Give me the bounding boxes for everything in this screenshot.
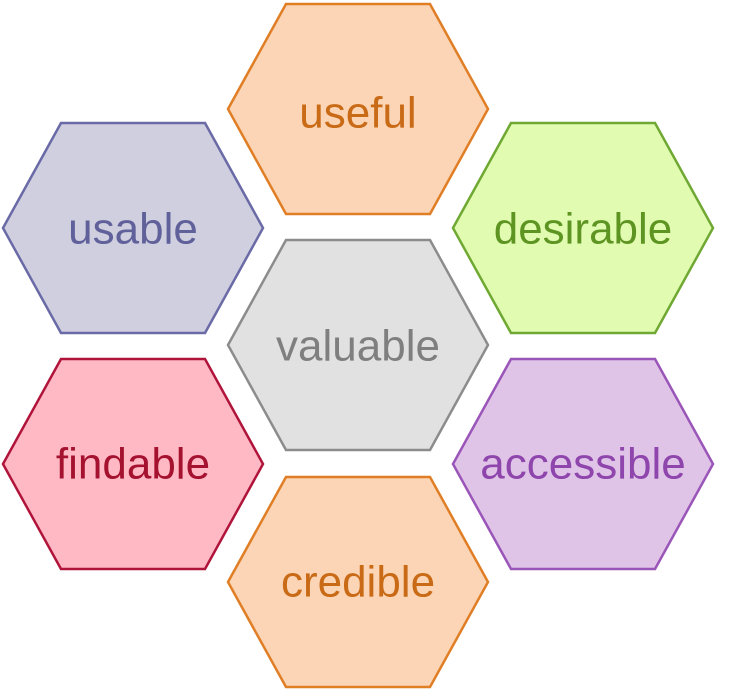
hexagon-accessible-shape	[451, 357, 715, 571]
hexagon-accessible: accessible	[451, 357, 715, 571]
hexagon-useful-label: useful	[299, 89, 416, 138]
hexagon-usable-label: usable	[68, 205, 198, 254]
hexagon-valuable: valuable	[226, 238, 490, 452]
hexagon-useful: useful	[226, 2, 490, 216]
hexagon-credible: credible	[226, 475, 490, 689]
hexagon-usable: usable	[1, 121, 265, 335]
hexagon-valuable-label: valuable	[276, 322, 440, 371]
hexagon-accessible-label: accessible	[480, 440, 685, 489]
hexagon-findable-shape	[1, 357, 265, 571]
hexagon-desirable-shape	[451, 121, 715, 335]
hexagon-usable-shape	[1, 121, 265, 335]
hexagon-useful-shape	[226, 2, 490, 216]
hexagon-valuable-shape	[226, 238, 490, 452]
hexagon-credible-shape	[226, 475, 490, 689]
hexagon-findable-label: findable	[56, 440, 210, 489]
hexagon-credible-label: credible	[281, 558, 435, 607]
hexagon-findable: findable	[1, 357, 265, 571]
hexagon-desirable-label: desirable	[494, 205, 673, 254]
hexagon-desirable: desirable	[451, 121, 715, 335]
